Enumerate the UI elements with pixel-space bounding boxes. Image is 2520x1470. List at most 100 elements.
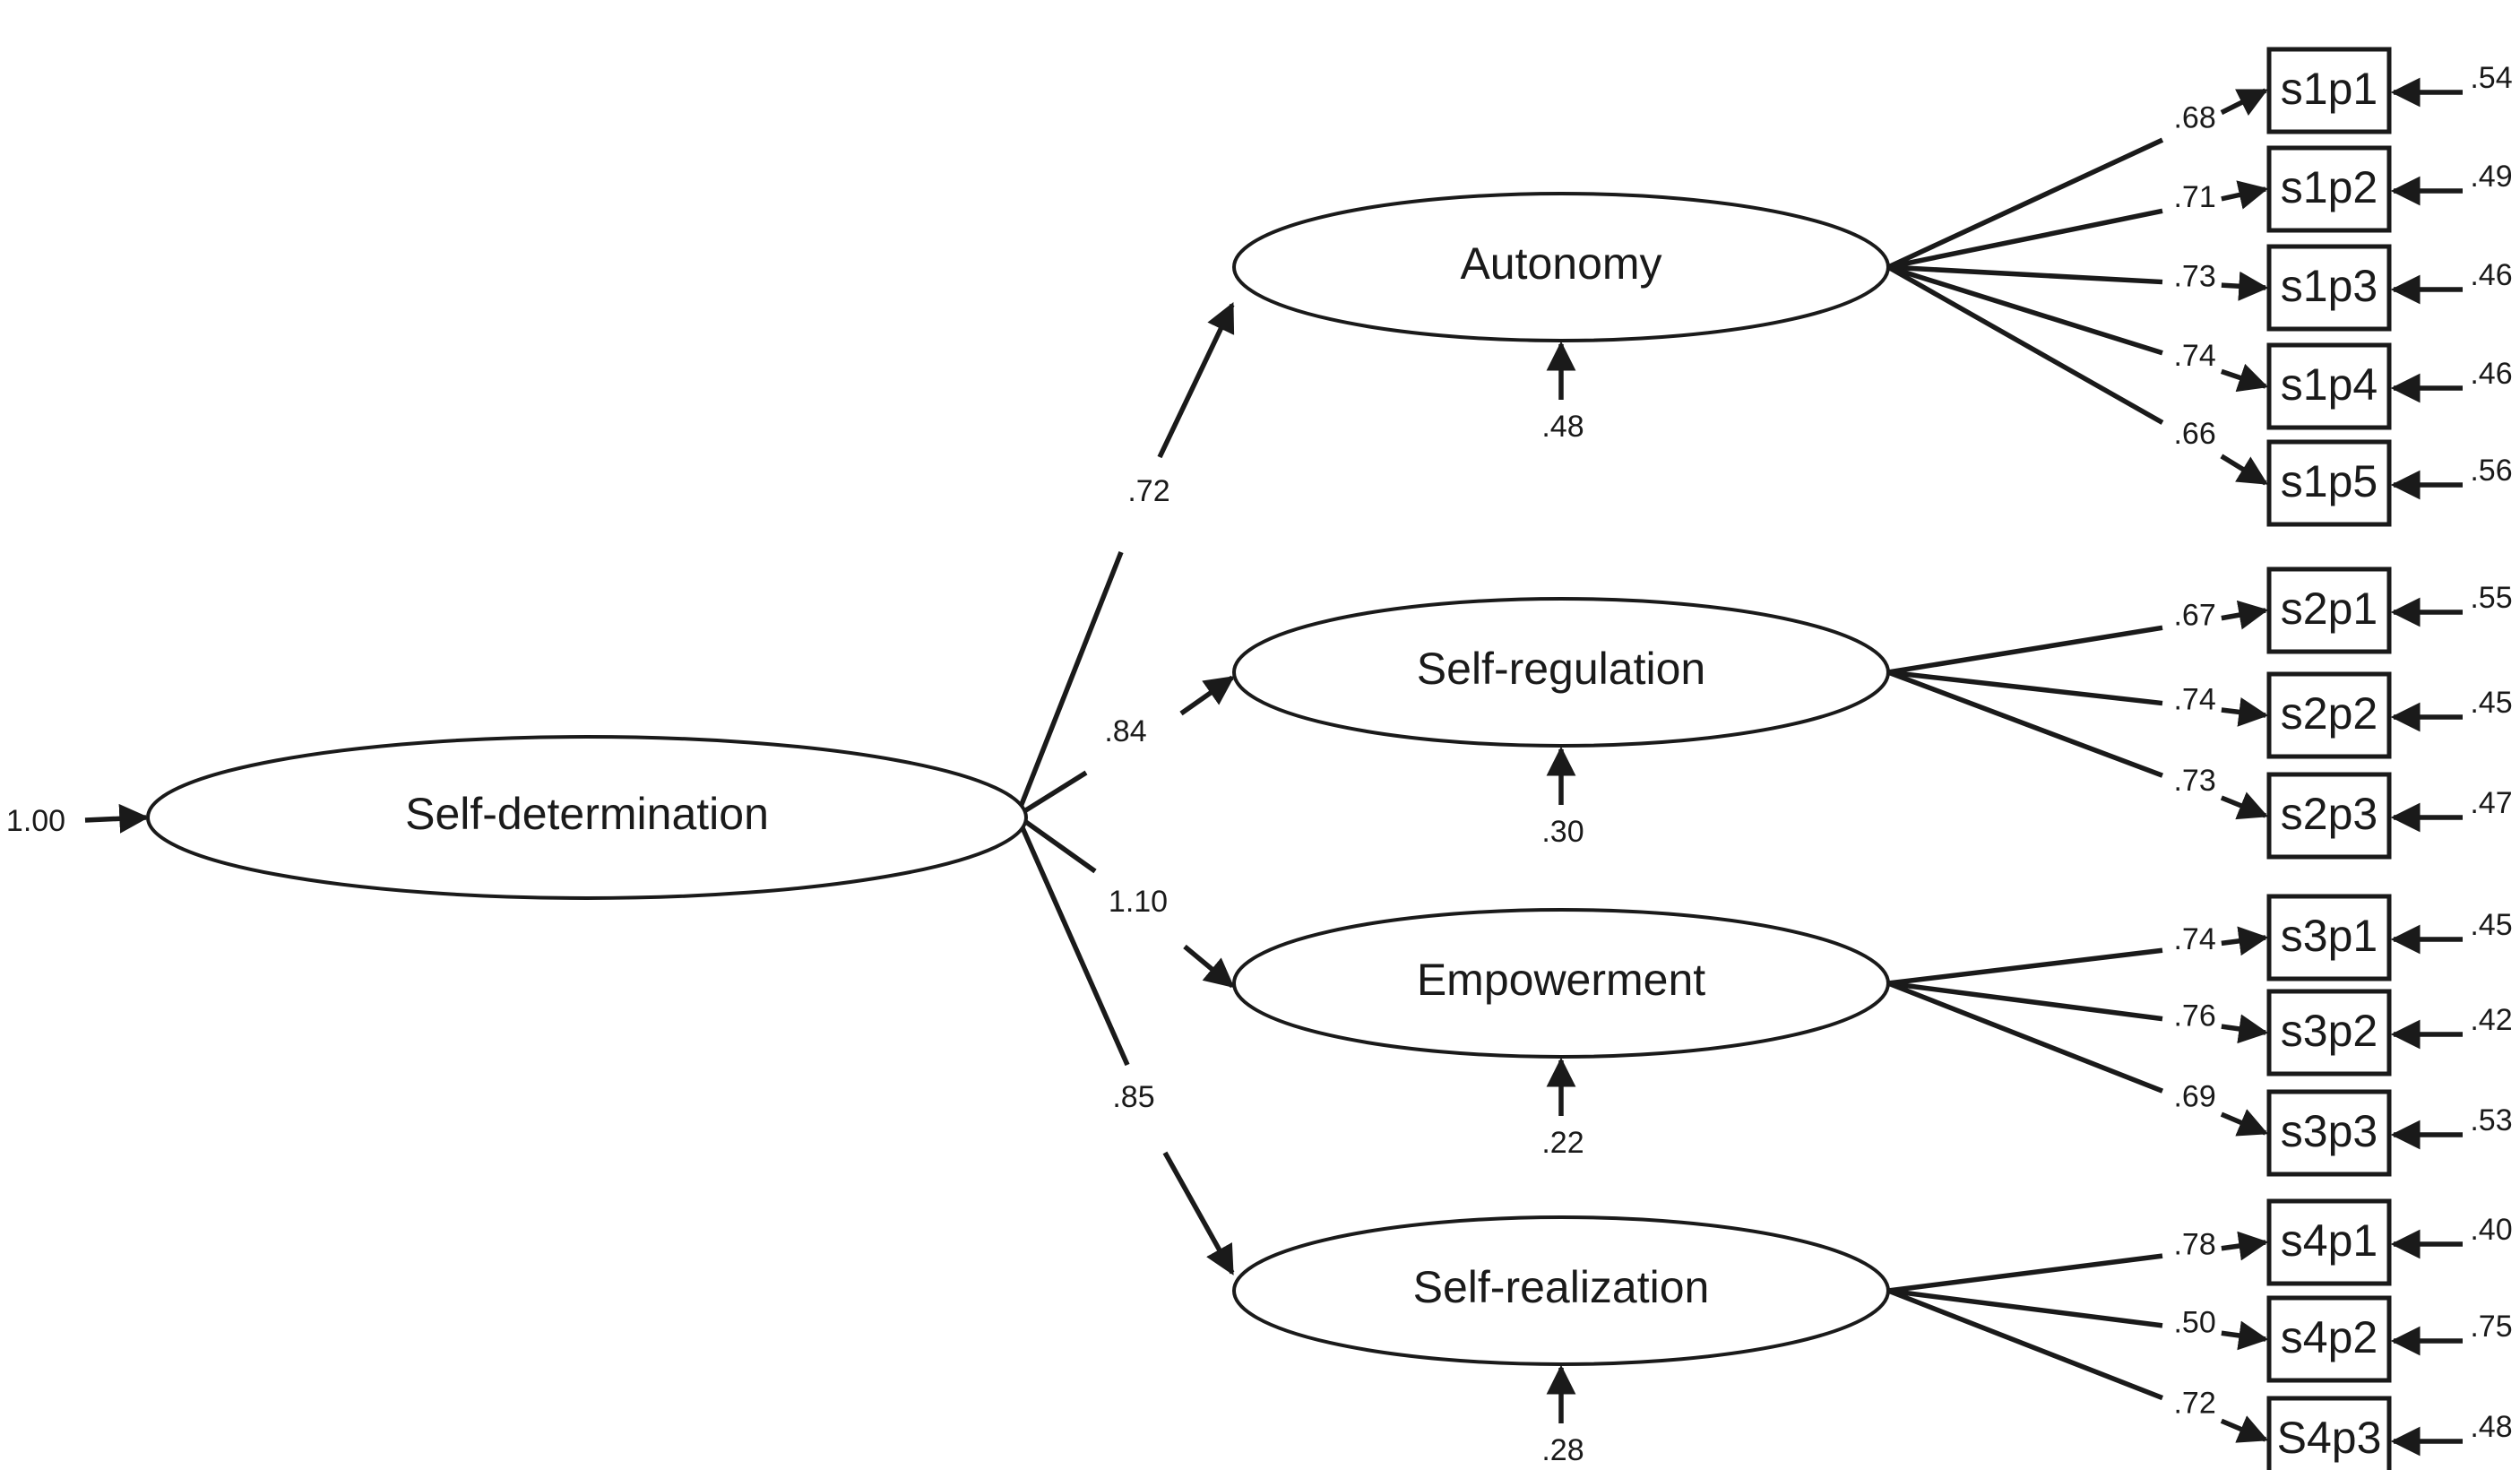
- label-disturbance-self-realization: .28: [1541, 1433, 1584, 1467]
- path-self-realization-head: [1162, 1151, 1235, 1275]
- path-empowerment-head: [1183, 944, 1235, 989]
- path-self-regulation-head: [1179, 675, 1235, 716]
- loading-s3p2-head: [2221, 1014, 2269, 1044]
- label-loading-s3p2: .76: [2173, 999, 2215, 1033]
- loading-s1p3-tail: [1887, 264, 2163, 285]
- loading-s1p2-head: [2221, 180, 2269, 210]
- label-error-s1p1: .54: [2470, 61, 2512, 95]
- label-error-s1p5: .56: [2470, 454, 2512, 488]
- box-s1p4: [2266, 342, 2392, 430]
- label-error-s2p2: .45: [2470, 686, 2512, 720]
- loading-s3p1-tail: [1887, 947, 2163, 986]
- loading-s1p1-tail: [1886, 137, 2164, 270]
- loading-s1p5-head: [2220, 454, 2268, 486]
- label-path-autonomy: .72: [1127, 474, 1169, 508]
- label-loading-s1p1: .68: [2173, 100, 2215, 134]
- label-error-s4p2: .75: [2470, 1310, 2512, 1344]
- path-self-realization-tail: [1014, 814, 1130, 1067]
- label-error-s1p3: .46: [2470, 258, 2512, 292]
- ellipse-self-regulation: [1232, 597, 1890, 748]
- loading-s1p2-tail: [1887, 208, 2163, 270]
- label-s3p2: s3p2: [2281, 1006, 2378, 1056]
- loading-s3p3-tail: [1886, 981, 2164, 1094]
- label-disturbance-empowerment: .22: [1541, 1126, 1584, 1160]
- label-s4p1: s4p1: [2281, 1215, 2378, 1266]
- loading-s2p2-head: [2221, 697, 2269, 727]
- box-s2p2: [2266, 671, 2392, 759]
- ellipse-autonomy: [1232, 192, 1890, 342]
- path-autonomy-head: [1157, 302, 1235, 459]
- label-disturbance-autonomy: .48: [1541, 410, 1584, 444]
- arrow-variance-self-determination: [84, 803, 150, 834]
- box-s1p1: [2266, 47, 2392, 134]
- loading-s4p3-head: [2220, 1415, 2269, 1443]
- label-loading-s4p3: .72: [2173, 1387, 2215, 1421]
- label-error-s3p3: .53: [2470, 1103, 2512, 1137]
- label-empowerment: Empowerment: [1417, 955, 1705, 1005]
- loading-s3p2-tail: [1887, 981, 2163, 1022]
- ellipse-self-realization: [1232, 1215, 1890, 1366]
- label-error-s1p4: .46: [2470, 357, 2512, 391]
- loading-s3p1-head: [2221, 926, 2269, 956]
- label-s4p2: s4p2: [2281, 1312, 2378, 1362]
- loading-s2p2-tail: [1887, 670, 2163, 706]
- label-s2p2: s2p2: [2281, 688, 2378, 739]
- loading-s2p3-head: [2220, 791, 2269, 820]
- label-path-self-regulation: .84: [1104, 714, 1146, 748]
- loading-s1p3-head: [2221, 271, 2269, 301]
- label-s4p3: S4p3: [2277, 1413, 2382, 1463]
- label-s1p4: s1p4: [2281, 359, 2378, 410]
- label-error-s4p1: .40: [2470, 1213, 2512, 1247]
- label-error-s1p2: .49: [2470, 160, 2512, 194]
- label-s1p2: s1p2: [2281, 162, 2378, 212]
- label-loading-s4p1: .78: [2173, 1228, 2215, 1262]
- box-s3p2: [2266, 989, 2392, 1077]
- loading-s2p3-tail: [1887, 670, 2163, 778]
- loading-s4p2-head: [2221, 1320, 2269, 1351]
- box-s4p1: [2266, 1198, 2392, 1286]
- loading-s3p3-head: [2220, 1109, 2269, 1137]
- loading-s4p3-tail: [1886, 1288, 2164, 1401]
- label-loading-s2p2: .74: [2173, 683, 2215, 717]
- box-s3p1: [2266, 894, 2392, 981]
- loading-s4p1-head: [2221, 1231, 2269, 1261]
- ellipse-empowerment: [1232, 908, 1890, 1059]
- label-error-s3p1: .45: [2470, 908, 2512, 942]
- loading-s4p2-tail: [1887, 1288, 2163, 1328]
- label-loading-s1p4: .74: [2173, 339, 2215, 373]
- label-s2p1: s2p1: [2281, 584, 2378, 634]
- ellipse-self-determination: [146, 735, 1028, 900]
- label-disturbance-self-regulation: .30: [1541, 815, 1584, 849]
- label-variance-self-determination: 1.00: [6, 804, 65, 838]
- label-s1p3: s1p3: [2281, 261, 2378, 311]
- box-s3p3: [2266, 1089, 2392, 1177]
- loading-s4p1-tail: [1887, 1253, 2163, 1293]
- box-s4p3: [2266, 1396, 2392, 1470]
- label-s2p3: s2p3: [2281, 789, 2378, 839]
- path-self-regulation-tail: [1015, 770, 1088, 818]
- label-error-s2p1: .55: [2470, 581, 2512, 615]
- label-self-regulation: Self-regulation: [1417, 644, 1705, 694]
- label-loading-s1p2: .71: [2173, 180, 2215, 214]
- label-path-self-realization: .85: [1112, 1080, 1154, 1114]
- label-loading-s3p3: .69: [2173, 1079, 2215, 1113]
- label-error-s3p2: .42: [2470, 1003, 2512, 1037]
- label-loading-s2p3: .73: [2173, 764, 2215, 798]
- loading-s1p4-tail: [1887, 264, 2163, 356]
- label-s1p5: s1p5: [2281, 456, 2378, 506]
- loading-s2p1-head: [2221, 600, 2269, 630]
- label-loading-s1p3: .73: [2173, 259, 2215, 293]
- label-error-s2p3: .47: [2470, 786, 2512, 820]
- label-s3p3: s3p3: [2281, 1106, 2378, 1156]
- box-s1p3: [2266, 244, 2392, 332]
- label-error-s4p3: .48: [2470, 1410, 2512, 1444]
- label-path-empowerment: 1.10: [1109, 885, 1168, 919]
- label-loading-s2p1: .67: [2173, 598, 2215, 632]
- path-empowerment-tail: [1015, 813, 1097, 874]
- loading-s1p5-tail: [1886, 264, 2164, 425]
- label-loading-s3p1: .74: [2173, 922, 2215, 956]
- path-autonomy-tail: [1014, 550, 1124, 817]
- loading-s2p1-tail: [1887, 625, 2163, 675]
- box-s2p1: [2266, 566, 2392, 654]
